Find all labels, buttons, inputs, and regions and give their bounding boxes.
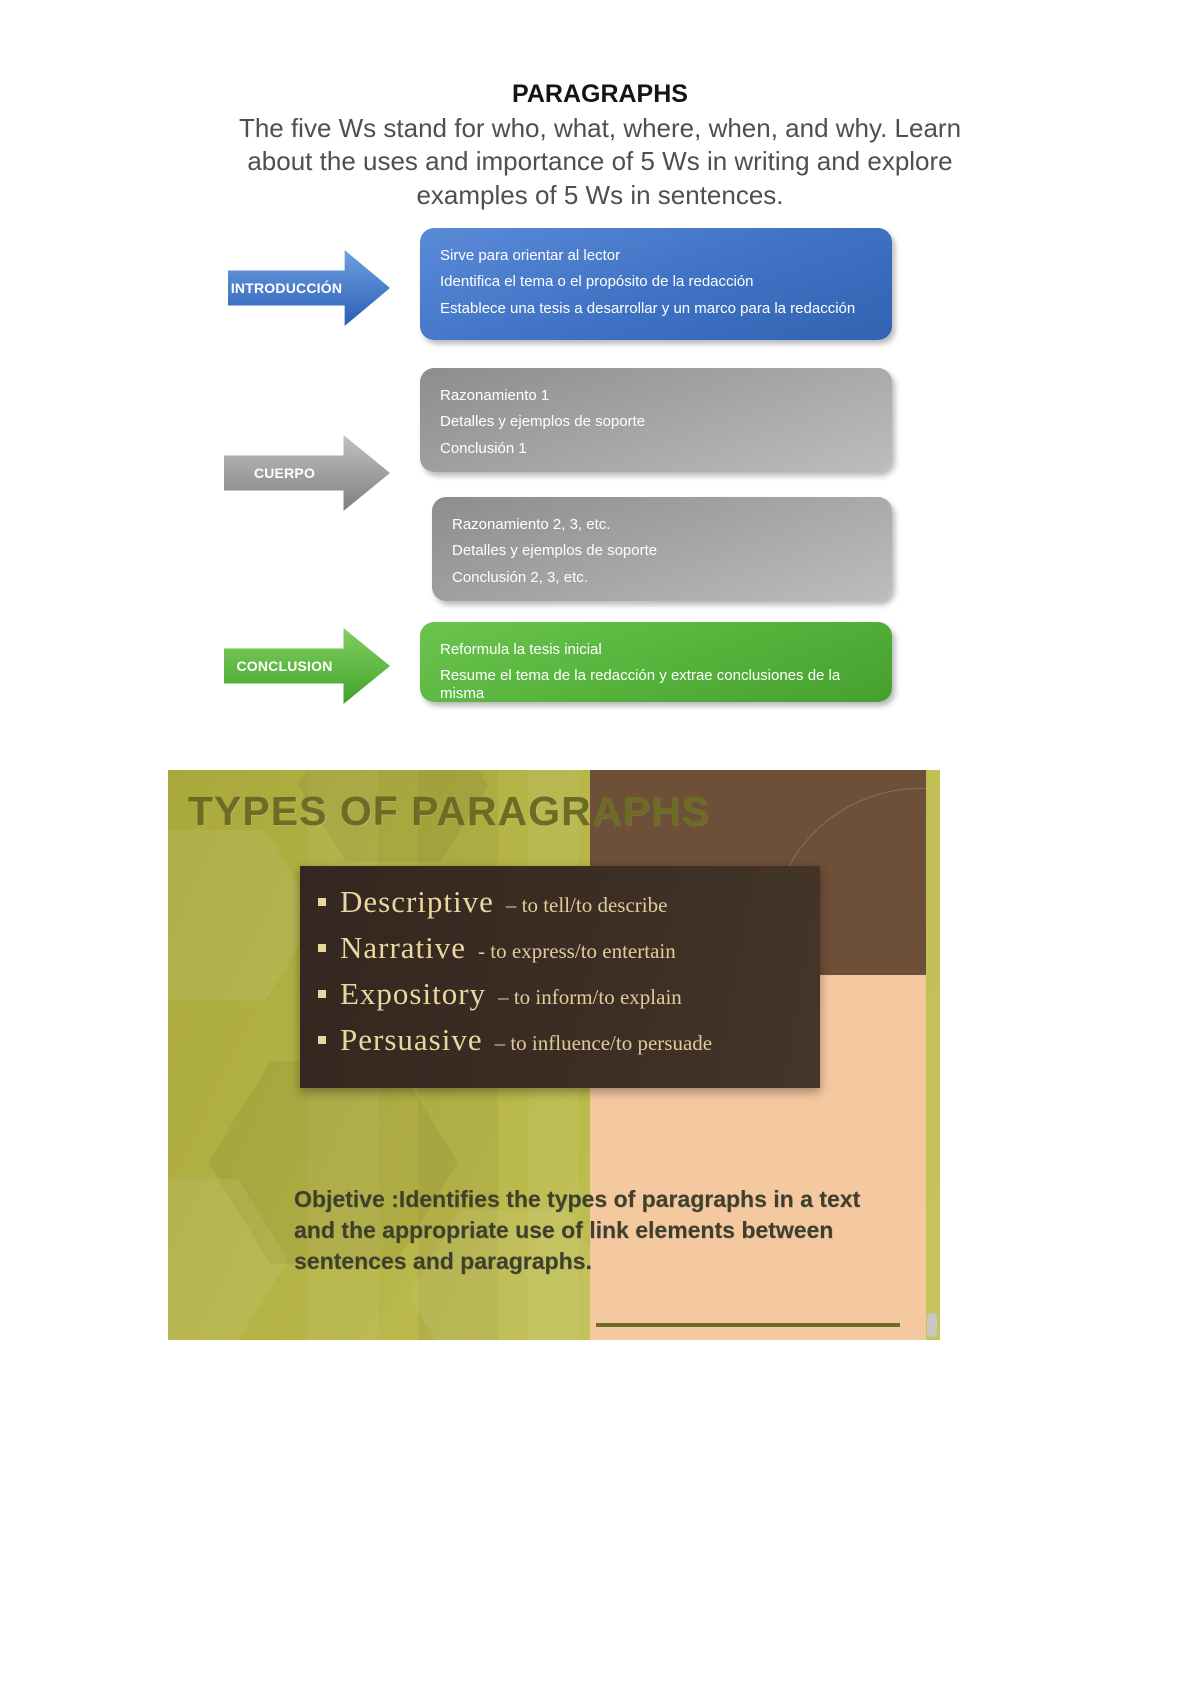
introduccion-line: Establece una tesis a desarrollar y un m… [440, 299, 856, 317]
slide-objective-text: Objetive :Identifies the types of paragr… [294, 1186, 861, 1275]
conclusion-line: Resume el tema de la redacción y extrae … [440, 667, 841, 702]
types-of-paragraphs-slide: TYPES OF PARAGRAPHS Descriptive – to tel… [168, 770, 940, 1340]
cuerpo-arrow: CUERPO [224, 435, 390, 511]
introduccion-line: Identifica el tema o el propósito de la … [440, 273, 754, 291]
divider-line [596, 1323, 900, 1327]
introduccion-arrow-label: INTRODUCCIÓN [230, 280, 343, 296]
cuerpo-box2-line: Conclusión 2, 3, etc. [452, 568, 588, 586]
conclusion-arrow-label: CONCLUSION [236, 658, 333, 674]
cuerpo-arrow-label: CUERPO [253, 465, 316, 481]
list-item: Persuasive – to influence/to persuade [310, 1022, 806, 1058]
cuerpo-box1-line: Conclusión 1 [440, 439, 527, 457]
cuerpo-box2-line: Detalles y ejemplos de soporte [452, 542, 658, 560]
cuerpo-box1-line: Detalles y ejemplos de soporte [440, 413, 646, 431]
cuerpo-box-1: Razonamiento 1 Detalles y ejemplos de so… [420, 368, 892, 472]
list-item: Expository – to inform/to explain [310, 976, 806, 1012]
paragraph-type-term: Persuasive [340, 1022, 483, 1057]
conclusion-box: Reformula la tesis inicial Resume el tem… [420, 622, 892, 702]
bullet-square-icon [318, 944, 326, 952]
bullet-square-icon [318, 898, 326, 906]
cuerpo-box1-line: Razonamiento 1 [440, 387, 550, 404]
introduccion-arrow: INTRODUCCIÓN [228, 250, 390, 326]
page-title: PARAGRAPHS [512, 80, 688, 108]
paragraph-type-definition: – to influence/to persuade [494, 1031, 713, 1055]
paragraph-type-term: Narrative [340, 930, 467, 965]
bullet-square-icon [318, 1036, 326, 1044]
paragraph-types-box: Descriptive – to tell/to describe Narrat… [300, 866, 820, 1088]
paragraph-type-definition: - to express/to entertain [478, 939, 676, 963]
hexagon-decor [168, 829, 318, 1001]
list-item: Descriptive – to tell/to describe [310, 884, 806, 920]
bullet-square-icon [318, 990, 326, 998]
conclusion-line: Reformula la tesis inicial [440, 641, 602, 658]
page-subtitle: The five Ws stand for who, what, where, … [238, 113, 962, 210]
paragraph-type-definition: – to inform/to explain [498, 985, 682, 1009]
slide-title: TYPES OF PARAGRAPHS [188, 788, 710, 834]
list-item: Narrative - to express/to entertain [310, 930, 806, 966]
scrollbar-thumb [927, 1313, 937, 1337]
paragraph-type-definition: – to tell/to describe [505, 893, 668, 917]
introduccion-line: Sirve para orientar al lector [440, 247, 621, 264]
cuerpo-box-2: Razonamiento 2, 3, etc. Detalles y ejemp… [432, 497, 892, 601]
cuerpo-box2-line: Razonamiento 2, 3, etc. [452, 516, 611, 533]
conclusion-arrow: CONCLUSION [224, 628, 390, 704]
introduccion-box: Sirve para orientar al lector Identifica… [420, 228, 892, 340]
paragraph-type-term: Descriptive [340, 884, 494, 919]
paragraph-type-term: Expository [340, 976, 487, 1011]
